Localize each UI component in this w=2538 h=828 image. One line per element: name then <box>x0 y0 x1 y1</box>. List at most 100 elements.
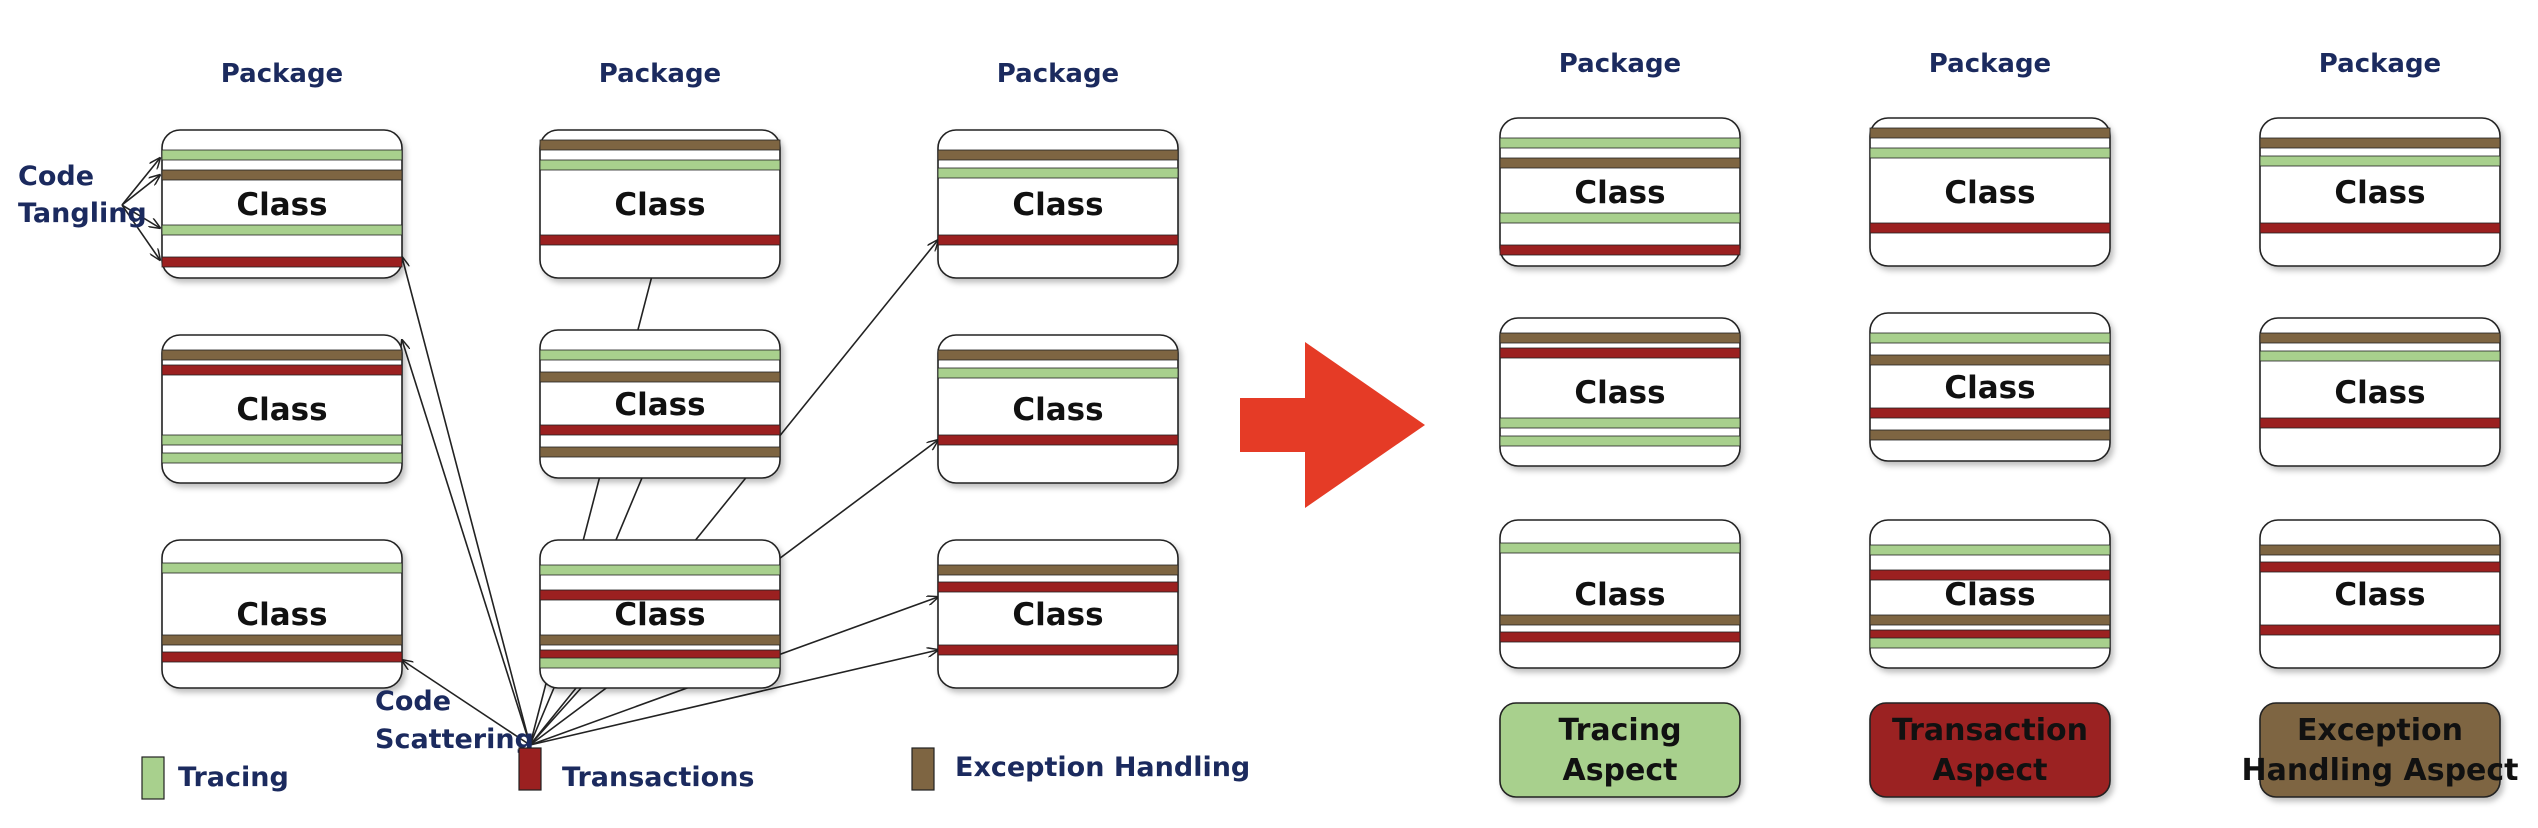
concern-stripe <box>539 657 781 669</box>
class-label: Class <box>1012 597 1103 633</box>
concern-stripe <box>937 167 1179 179</box>
aspect-box-frame <box>2259 702 2501 798</box>
concern-stripe <box>1499 631 1741 643</box>
class-label: Class <box>1944 577 2035 613</box>
concern-stripe <box>1869 569 2111 581</box>
concern-stripe <box>539 371 781 383</box>
concern-stripe <box>2259 544 2501 556</box>
class-box: Class <box>937 129 1179 279</box>
concern-stripe <box>161 149 403 161</box>
class-label: Class <box>236 597 327 633</box>
concern-stripe <box>539 634 781 646</box>
class-box: Class <box>1499 519 1741 669</box>
aspect-label-line2: Aspect <box>1932 753 2047 788</box>
class-label: Class <box>614 597 705 633</box>
class-box: Class <box>1499 317 1741 467</box>
tracing-legend-label: Tracing <box>178 762 289 793</box>
class-label: Class <box>614 187 705 223</box>
code-tangling-label: Tangling <box>18 198 147 229</box>
aspect-label-line2: Aspect <box>1562 753 1677 788</box>
class-box: Class <box>161 129 403 279</box>
class-label: Class <box>614 387 705 423</box>
concern-stripe <box>1499 417 1741 429</box>
class-box: Class <box>161 539 403 689</box>
aspect-box-frame <box>1869 702 2111 798</box>
concern-stripe <box>2259 624 2501 636</box>
concern-stripe <box>161 562 403 574</box>
aspect-label-line1: Exception <box>2297 713 2463 748</box>
scattering-arrow <box>402 660 531 746</box>
concern-stripe <box>2259 417 2501 429</box>
concern-stripe <box>1499 212 1741 224</box>
class-box: Class <box>937 539 1179 689</box>
aspect-label-line1: Transaction <box>1892 713 2088 748</box>
concern-stripe <box>539 424 781 436</box>
concern-stripe <box>937 434 1179 446</box>
package-label: Package <box>1559 49 1681 79</box>
class-box: Class <box>2259 317 2501 467</box>
concern-stripe <box>937 644 1179 656</box>
package-label: Package <box>2319 49 2441 79</box>
concern-stripe <box>1499 347 1741 359</box>
class-box: Class <box>161 334 403 484</box>
concern-stripe <box>539 446 781 458</box>
concern-stripe <box>2259 155 2501 167</box>
class-box-frame <box>539 329 781 479</box>
tangling-arrow <box>121 175 160 206</box>
class-label: Class <box>2334 375 2425 411</box>
concern-stripe <box>161 169 403 181</box>
tangling-arrow <box>121 204 160 228</box>
class-boxes: ClassClassClassClassClassClassClassClass… <box>161 117 2519 798</box>
concern-stripe <box>937 581 1179 593</box>
class-box-frame <box>161 129 403 279</box>
concern-stripe <box>2259 137 2501 149</box>
concern-stripe <box>1869 637 2111 649</box>
aspect-label-line2: Handling Aspect <box>2241 753 2518 788</box>
concern-stripe <box>161 349 403 361</box>
concern-stripe <box>161 224 403 236</box>
concern-stripe <box>539 589 781 601</box>
code-scattering-label: Code <box>375 686 451 717</box>
scattering-arrow <box>402 340 531 746</box>
concern-stripe <box>2259 561 2501 573</box>
code-scattering-label: Scattering <box>375 724 534 755</box>
concern-stripe <box>1499 137 1741 149</box>
concern-stripe <box>1869 614 2111 626</box>
concern-stripe <box>161 651 403 663</box>
class-label: Class <box>1944 370 2035 406</box>
concern-stripe <box>937 564 1179 576</box>
class-box: Class <box>1869 117 2111 267</box>
class-label: Class <box>2334 577 2425 613</box>
scattering-arrow <box>529 650 938 746</box>
concern-stripe <box>1869 429 2111 441</box>
concern-stripe <box>161 434 403 446</box>
tracing-legend-swatch <box>141 756 165 800</box>
concern-stripe <box>2259 350 2501 362</box>
concern-stripe <box>1869 222 2111 234</box>
concern-stripe <box>539 234 781 246</box>
class-label: Class <box>1574 175 1665 211</box>
concern-stripe <box>1499 435 1741 447</box>
class-label: Class <box>2334 175 2425 211</box>
concern-stripe <box>539 159 781 171</box>
concern-stripe <box>937 234 1179 246</box>
concern-stripe <box>161 364 403 376</box>
class-label: Class <box>1012 392 1103 428</box>
class-label: Class <box>236 392 327 428</box>
concern-stripe <box>161 634 403 646</box>
class-box: Class <box>539 129 781 279</box>
concern-stripe <box>1869 147 2111 159</box>
concern-stripe <box>539 139 781 151</box>
package-label: Package <box>1929 49 2051 79</box>
class-box: Class <box>2259 117 2501 267</box>
concern-stripe <box>539 349 781 361</box>
class-box: Class <box>539 329 781 479</box>
class-label: Class <box>236 187 327 223</box>
transactions-legend-swatch <box>518 747 542 791</box>
scattering-arrow <box>402 257 531 746</box>
concern-stripe <box>1499 614 1741 626</box>
